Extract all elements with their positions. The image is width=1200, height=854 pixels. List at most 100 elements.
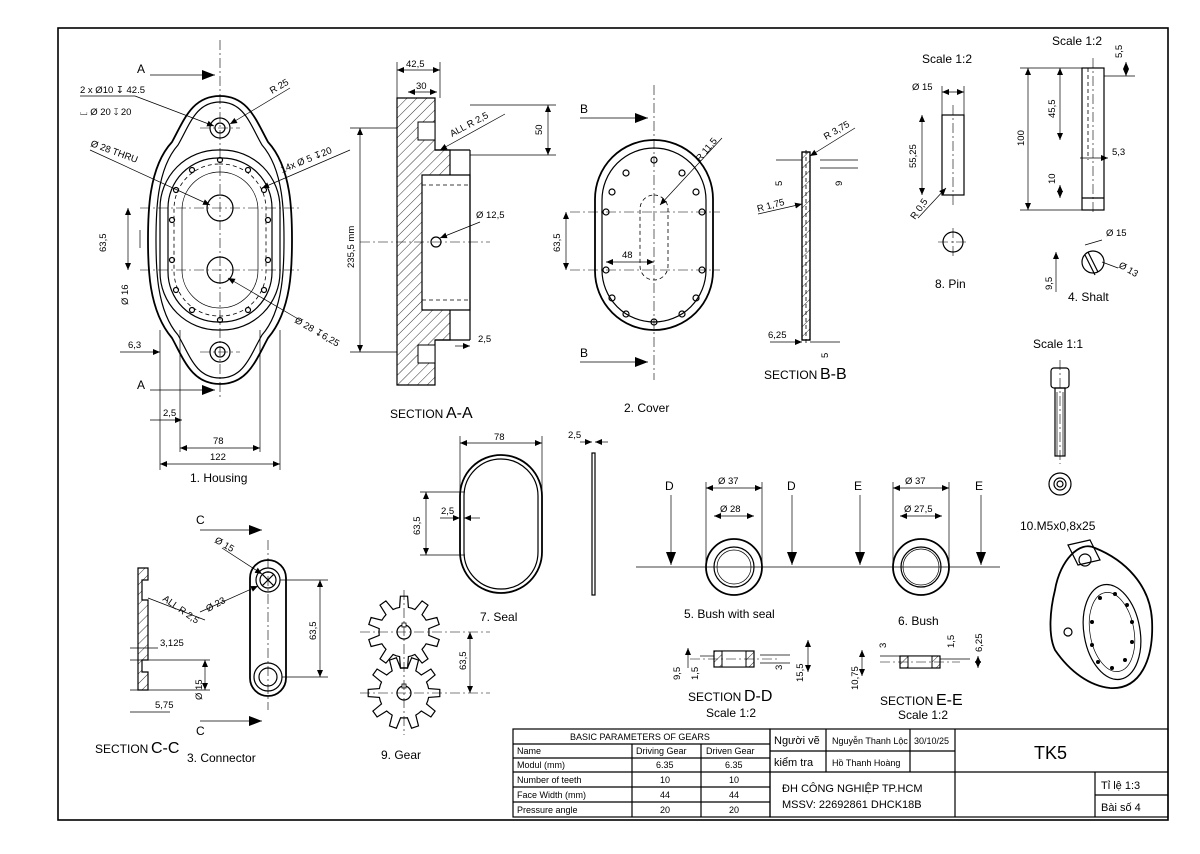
gear-parameter-table: BASIC PARAMETERS OF GEARS Name Driving G… [512,728,771,818]
seal-d635: 63,5 [412,517,423,536]
conn-d15b: Ø 15 [194,679,205,700]
cut-letter-e-right: E [975,479,983,493]
aa-d50: 50 [534,124,545,135]
shaft-d95: 9,5 [1044,277,1055,290]
housing-holes-note2: ⌴ Ø 20 ↧ 20 [80,107,131,118]
gear-table-header-driven: Driven Gear [706,746,755,756]
ee-d625: 6,25 [974,634,985,653]
cover-r115: R 11,5 [694,136,720,164]
gear-table-cell: 10 [660,775,670,785]
bush-seal-d28: Ø 28 [720,504,741,515]
tb-drawn-label: Người vẽ [774,735,820,747]
shaft-d53: 5,3 [1112,147,1125,158]
section-dd-word: SECTION [688,690,741,704]
conn-d3125: 3,125 [160,638,184,649]
bush-label: 6. Bush [898,614,939,628]
cut-letter-b-top: B [580,102,588,116]
gear-table-header-name: Name [517,746,541,756]
bush-views: D D E E Ø 37 Ø 28 5. Bush with seal Ø 37… [636,476,1000,628]
pin-label: 8. Pin [935,277,966,291]
cut-letter-d-right: D [787,479,796,493]
tb-student: MSSV: 22692861 DHCK18B [782,799,922,811]
ee-scale: Scale 1:2 [898,708,948,722]
section-ee-letters: E-E [936,692,963,709]
conn-d15: Ø 15 [213,535,236,555]
gear-table-header-driving: Driving Gear [636,746,687,756]
housing-label: 1. Housing [190,471,247,485]
conn-d575: 5,75 [155,700,174,711]
pin-r05: R 0,5 [908,197,930,222]
gear-table-cell: Face Width (mm) [517,790,586,800]
section-bb-word: SECTION [764,368,817,382]
gear-label: 9. Gear [381,748,421,762]
bb-d5: 5 [774,181,785,186]
ee-d1075: 10,75 [850,666,861,690]
seal-label: 7. Seal [480,610,517,624]
cut-letter-b-bottom: B [580,346,588,360]
screw-label: 10.M5x0,8x25 [1020,519,1096,533]
cut-letter-a-top: A [137,62,145,76]
aa-d425: 42,5 [406,59,425,70]
bb-r175: R 1,75 [756,197,786,215]
pin-view: Scale 1:2 Ø 15 55,25 R 0,5 8. Pin [908,52,972,291]
gear-table-cell: 10 [729,775,739,785]
section-cc-letters: C-C [151,740,179,757]
shaft-scale: Scale 1:2 [1052,34,1102,48]
cut-letter-a-bottom: A [137,378,145,392]
dd-scale: Scale 1:2 [706,706,756,720]
conn-d635: 63,5 [308,622,319,641]
connector-label: 3. Connector [187,751,256,765]
aa-d2355: 235,5 mm [346,226,357,268]
tb-school: ĐH CÔNG NGHIỆP TP.HCM [782,782,923,795]
gear-table-cell: 20 [729,805,739,815]
pump-isometric-view [1049,539,1154,689]
gear-table-cell: 6.35 [725,760,743,770]
tb-drawing-no: TK5 [1034,743,1067,763]
gear-view: 63,5 9. Gear [360,590,490,762]
bush-seal-label: 5. Bush with seal [684,607,775,621]
ee-d15: 1,5 [946,635,957,648]
shaft-label: 4. Shalt [1068,290,1109,304]
gear-outline [368,595,440,669]
housing-d63: 6,3 [128,340,141,351]
shaft-d100: 100 [1016,130,1027,146]
shaft-d455: 45,5 [1047,100,1058,119]
dd-d15: 1,5 [690,667,701,680]
seal-view: 78 63,5 2,5 2,5 7. Seal [412,430,608,624]
gear-table-cell: 20 [660,805,670,815]
gear-table-cell: Pressure angle [517,805,578,815]
gear-d635: 63,5 [458,652,469,671]
pin-d5525: 55,25 [908,144,919,168]
cover-view: B B R 11,5 63,5 48 2. Cover [552,85,723,415]
gear-table-cell: 44 [660,790,670,800]
section-cc-word: SECTION [95,742,148,756]
gear-table-cell: Number of teeth [517,775,582,785]
housing-d25: 2,5 [163,408,176,419]
tb-check-label: kiểm tra [774,757,814,769]
housing-thru: Ø 28 THRU [89,138,139,165]
seal-d78: 78 [494,432,505,443]
housing-d122: 122 [210,452,226,463]
gear-table-title: BASIC PARAMETERS OF GEARS [570,732,710,742]
aa-d125: Ø 12,5 [476,210,505,221]
seal-d25t: 2,5 [568,430,581,441]
housing-d635: 63,5 [98,234,109,253]
bb-d625: 6,25 [768,330,787,341]
seal-d25: 2,5 [441,506,454,517]
tb-drawn-name: Nguyễn Thanh Lộc [832,736,908,746]
cut-letter-c-top: C [196,513,205,527]
section-dd-view: 9,5 1,5 3 15,5 SECTION D-D Scale 1:2 [672,640,811,720]
cover-label: 2. Cover [624,401,669,415]
housing-r25: R 25 [268,77,291,97]
pin-d15: Ø 15 [912,82,933,93]
bush-d37: Ø 37 [905,476,926,487]
cut-letter-d-left: D [665,479,674,493]
section-ee-word: SECTION [880,694,933,708]
tb-check-name: Hồ Thanh Hoàng [832,758,900,768]
shaft-d13: Ø 13 [1117,260,1140,280]
section-ee-view: 3 1,5 6,25 10,75 SECTION E-E Scale 1:2 [850,634,985,723]
tb-date: 30/10/25 [914,736,949,746]
conn-allr: ALL R 2,5 [160,593,201,626]
aa-allr: ALL R 2,5 [448,110,490,139]
